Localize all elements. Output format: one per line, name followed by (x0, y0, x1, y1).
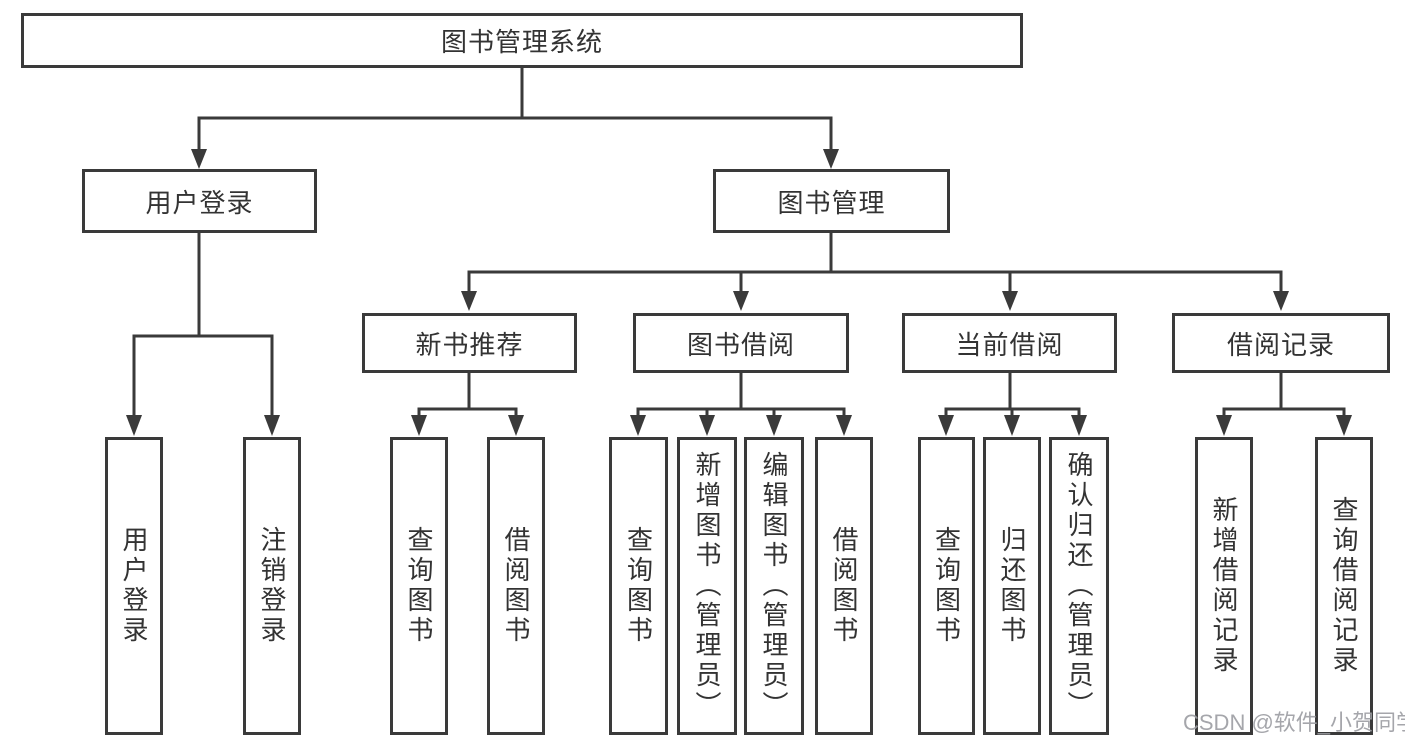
node-label: 查询图书 (931, 526, 962, 646)
node-label: 编辑图书（管理员） (759, 451, 789, 721)
node-label: 借阅图书 (829, 526, 859, 646)
connector-user-login-to-leaves (126, 231, 280, 436)
leaf-edit-books-admin: 编辑图书（管理员） (744, 437, 804, 735)
node-label: 查询图书 (404, 526, 434, 646)
node-book-management: 图书管理 (713, 169, 950, 233)
node-label: 查询图书 (623, 526, 654, 646)
leaf-add-books-admin: 新增图书（管理员） (677, 437, 737, 735)
csdn-watermark: CSDN @软件_小贺同学 (1183, 710, 1405, 735)
node-new-book-recommend: 新书推荐 (362, 313, 577, 373)
node-label: 归还图书 (997, 526, 1027, 646)
node-label: 注销登录 (257, 526, 287, 646)
leaf-add-borrow-record: 新增借阅记录 (1195, 437, 1253, 735)
node-root-system: 图书管理系统 (21, 13, 1023, 68)
node-label: 新增图书（管理员） (692, 451, 722, 721)
node-label: 借阅记录 (1226, 329, 1335, 360)
connector-root-to-level2 (191, 66, 839, 169)
node-label: 当前借阅 (955, 329, 1064, 360)
connector-borrowing-records-to-leaves (1216, 371, 1352, 436)
node-label: 用户登录 (145, 187, 254, 218)
leaf-query-books-borrowing: 查询图书 (609, 437, 668, 735)
leaf-borrow-books-recommend: 借阅图书 (487, 437, 545, 735)
node-label: 新增借阅记录 (1209, 496, 1239, 676)
leaf-return-books: 归还图书 (983, 437, 1041, 735)
node-label: 图书管理 (777, 187, 886, 218)
node-book-borrowing: 图书借阅 (633, 313, 849, 373)
node-label: 确认归还（管理员） (1064, 451, 1094, 721)
node-label: 图书管理系统 (440, 27, 603, 57)
leaf-user-login: 用户登录 (105, 437, 163, 735)
connector-new-book-recommend-to-leaves (411, 371, 524, 436)
node-user-login: 用户登录 (82, 169, 317, 233)
connector-book-management-to-level3 (461, 231, 1289, 311)
leaf-confirm-return-admin: 确认归还（管理员） (1049, 437, 1109, 735)
connector-book-borrowing-to-leaves (630, 371, 852, 436)
node-label: 图书借阅 (686, 329, 795, 360)
node-borrowing-records: 借阅记录 (1172, 313, 1390, 373)
leaf-query-books-current: 查询图书 (918, 437, 975, 735)
node-label: 查询借阅记录 (1329, 496, 1359, 676)
leaf-query-borrow-record: 查询借阅记录 (1315, 437, 1373, 735)
node-current-borrowing: 当前借阅 (902, 313, 1117, 373)
connector-current-borrowing-to-leaves (938, 371, 1087, 436)
node-label: 新书推荐 (415, 329, 524, 360)
leaf-logout: 注销登录 (243, 437, 301, 735)
node-label: 用户登录 (119, 526, 149, 646)
leaf-query-books-recommend: 查询图书 (390, 437, 448, 735)
node-label: 借阅图书 (501, 526, 531, 646)
leaf-borrow-books: 借阅图书 (815, 437, 873, 735)
